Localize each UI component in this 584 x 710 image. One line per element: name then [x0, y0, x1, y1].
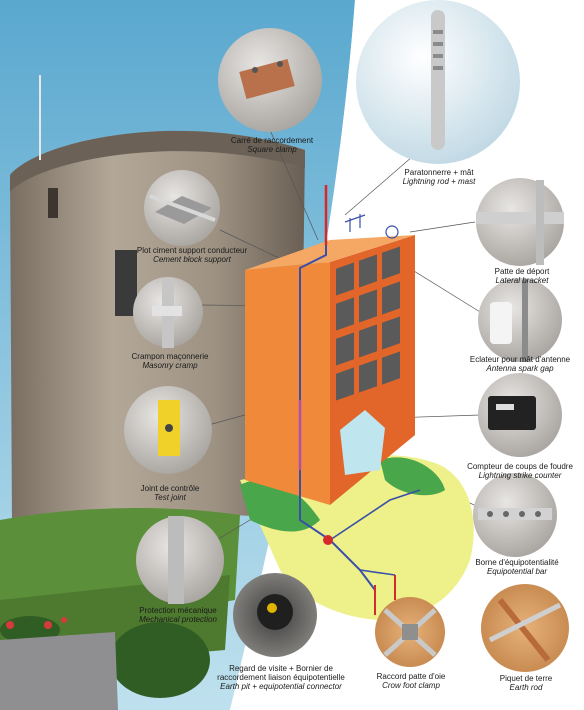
caption-fr: Piquet de terre: [499, 674, 553, 683]
caption-earth-rod: Piquet de terre Earth rod: [490, 674, 562, 692]
caption-spark-gap: Eclateur pour mât d'antenne Antenna spar…: [462, 355, 578, 373]
caption-en: Equipotential bar: [486, 567, 548, 576]
detail-mechanical-protection: [136, 516, 224, 604]
antenna: [344, 214, 366, 232]
detail-square-clamp: [218, 28, 322, 132]
down-conductor: [298, 185, 421, 615]
detail-crow-foot: [375, 597, 445, 667]
caption-en: Lightning strike counter: [478, 471, 562, 480]
caption-fr: Regard de visite + Bornier de: [229, 664, 333, 673]
caption-equipotential-bar: Borne d'équipotentialité Equipotential b…: [462, 558, 572, 576]
caption-en: Earth rod: [509, 683, 543, 692]
caption-fr: raccordement liaison équipotentielle: [217, 673, 345, 682]
detail-spark-gap: [478, 278, 562, 362]
caption-strike-counter: Compteur de coups de foudre Lightning st…: [462, 462, 578, 480]
caption-en: Test joint: [154, 493, 186, 502]
caption-crow-foot: Raccord patte d'oie Crow foot clamp: [370, 672, 452, 690]
caption-fr: Plot ciment support conducteur: [136, 246, 248, 255]
caption-en: Masonry cramp: [142, 361, 198, 370]
cutaway-room: [340, 410, 385, 475]
caption-en: Lightning rod + mast: [402, 177, 476, 186]
caption-fr: Raccord patte d'oie: [376, 672, 446, 681]
detail-equipotential-bar: [473, 473, 557, 557]
caption-en: Earth pit + equipotential connector: [220, 682, 342, 691]
detail-earth-pit: [233, 573, 317, 657]
detail-lightning-rod: [356, 0, 520, 164]
caption-test-joint: Joint de contrôle Test joint: [122, 484, 218, 502]
caption-earth-pit: Regard de visite + Bornier de raccordeme…: [212, 664, 350, 691]
caption-fr: Compteur de coups de foudre: [467, 462, 573, 471]
caption-lightning-rod: Paratonnerre + mât Lightning rod + mast: [380, 168, 498, 186]
detail-lateral-bracket: [476, 178, 564, 266]
caption-fr: Eclateur pour mât d'antenne: [469, 355, 571, 364]
caption-fr: Paratonnerre + mât: [404, 168, 474, 177]
caption-en: Crow foot clamp: [382, 681, 440, 690]
detail-masonry-cramp: [133, 277, 203, 348]
caption-en: Antenna spark gap: [486, 364, 554, 373]
caption-masonry-cramp: Crampon maçonnerie Masonry cramp: [122, 352, 218, 370]
caption-fr: Protection mécanique: [139, 606, 217, 615]
building-front: [245, 262, 330, 505]
caption-en: Mechanical protection: [139, 615, 217, 624]
caption-fr: Crampon maçonnerie: [131, 352, 209, 361]
caption-en: Lateral bracket: [495, 276, 549, 285]
detail-cement-block: [144, 170, 220, 246]
caption-fr: Patte de déport: [494, 267, 550, 276]
caption-fr: Joint de contrôle: [140, 484, 200, 493]
tower-window: [48, 188, 58, 218]
caption-cement-block: Plot ciment support conducteur Cement bl…: [122, 246, 262, 264]
antenna-ring: [385, 225, 399, 239]
caption-en: Square clamp: [247, 145, 297, 154]
caption-lateral-bracket: Patte de déport Lateral bracket: [474, 267, 570, 285]
caption-mechanical-protection: Protection mécanique Mechanical protecti…: [126, 606, 230, 624]
detail-test-joint: [124, 386, 212, 474]
tower-window: [115, 250, 137, 316]
road: [0, 632, 118, 710]
caption-square-clamp: Carré de raccordement Square clamp: [214, 136, 330, 154]
caption-fr: Borne d'équipotentialité: [475, 558, 559, 567]
caption-fr: Carré de raccordement: [230, 136, 314, 145]
earth-pit-marker: [323, 535, 333, 545]
ground-area: [240, 455, 474, 620]
detail-earth-rod: [481, 584, 569, 672]
bush: [110, 622, 210, 698]
detail-strike-counter: [478, 373, 562, 457]
building: [245, 235, 415, 505]
caption-en: Cement block support: [153, 255, 231, 264]
